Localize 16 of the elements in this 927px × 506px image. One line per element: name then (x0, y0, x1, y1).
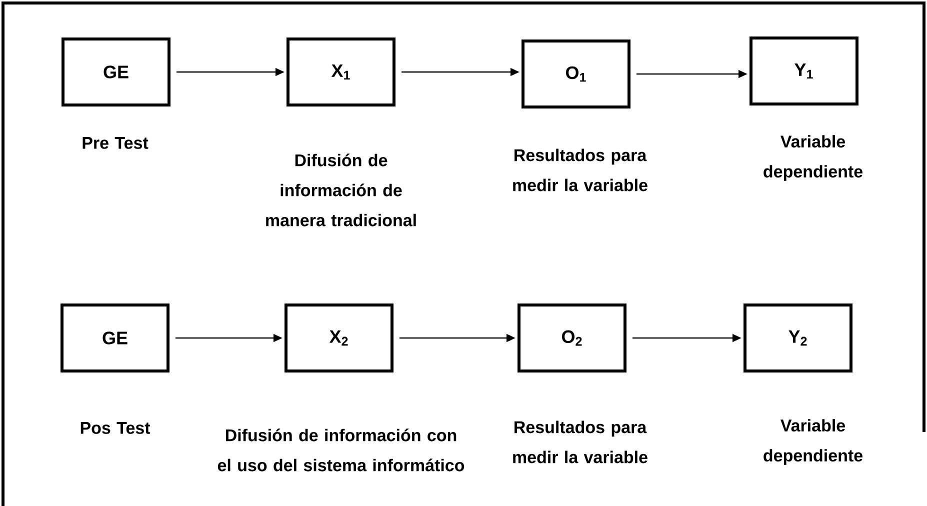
box: Y$_{2}$ (744, 304, 852, 372)
node-label: Difusión de información de manera tradicional (266, 154, 416, 226)
box: O$_{2}$ (518, 304, 626, 372)
node-label: Resultados para medir la variable (513, 148, 648, 192)
box: X$_{2}$ (284, 304, 394, 372)
box: O$_{1}$ (522, 40, 630, 108)
node-label: Resultados para medir la variable (513, 420, 648, 464)
box: X$_{1}$ (286, 38, 396, 106)
node-label: Difusión de información con el uso del sistema informático (218, 428, 464, 472)
box: GE (62, 38, 170, 106)
node-label: Pre Test (82, 137, 148, 149)
node-label: Variable dependiente (764, 419, 862, 465)
box: GE (60, 304, 170, 372)
box: Y$_{1}$ (750, 36, 858, 106)
node-label: Pos Test (80, 422, 150, 434)
node-label: Variable dependiente (764, 135, 862, 181)
